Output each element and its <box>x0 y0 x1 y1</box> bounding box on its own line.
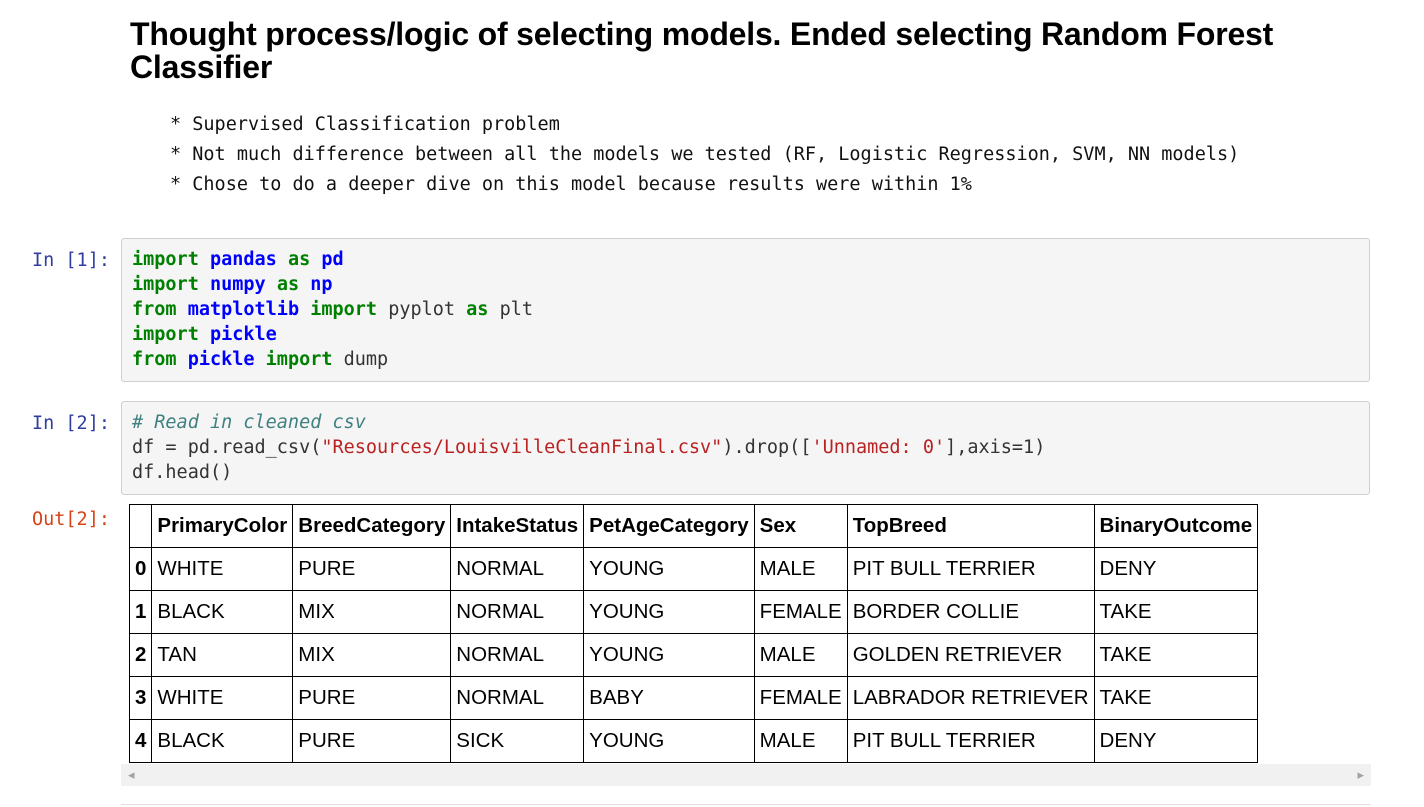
table-cell: MIX <box>292 590 452 634</box>
table-header: Sex <box>753 504 848 548</box>
table-header: TopBreed <box>846 504 1095 548</box>
table-cell: NORMAL <box>450 633 585 677</box>
code-editor-1[interactable]: import pandas as pd import numpy as np f… <box>132 247 533 372</box>
table-cell: TAN <box>151 633 294 677</box>
table-cell: MALE <box>753 633 848 677</box>
cell-divider <box>121 804 1371 805</box>
table-cell: NORMAL <box>450 547 585 591</box>
input-prompt-2: In [2]: <box>32 413 110 434</box>
table-cell: FEMALE <box>753 676 848 720</box>
table-cell: PURE <box>292 547 452 591</box>
table-cell: BORDER COLLIE <box>846 590 1095 634</box>
table-cell: NORMAL <box>450 676 585 720</box>
table-cell: PURE <box>292 719 452 763</box>
table-cell: TAKE <box>1093 676 1259 720</box>
table-cell: TAKE <box>1093 590 1259 634</box>
table-cell: PIT BULL TERRIER <box>846 547 1095 591</box>
code-line: from pickle import dump <box>132 349 389 370</box>
table-cell: GOLDEN RETRIEVER <box>846 633 1095 677</box>
markdown-cell[interactable]: Thought process/logic of selecting model… <box>130 16 1380 196</box>
table-cell: PURE <box>292 676 452 720</box>
table-header: BinaryOutcome <box>1093 504 1259 548</box>
table-header-index <box>128 504 153 548</box>
horizontal-scrollbar[interactable]: ◂ ▸ <box>121 764 1371 786</box>
table-cell: WHITE <box>151 547 294 591</box>
table-cell: TAKE <box>1093 633 1259 677</box>
table-header: BreedCategory <box>292 504 452 548</box>
table-row: 2 TAN MIX NORMAL YOUNG MALE GOLDEN RETRI… <box>128 633 1259 677</box>
table-cell: DENY <box>1093 719 1259 763</box>
table-cell: LABRADOR RETRIEVER <box>846 676 1095 720</box>
row-index: 1 <box>128 590 153 634</box>
table-cell: NORMAL <box>450 590 585 634</box>
code-comment: # Read in cleaned csv <box>132 412 366 433</box>
scroll-right-arrow-icon[interactable]: ▸ <box>1357 767 1364 782</box>
code-line: df.head() <box>132 462 233 483</box>
table-cell: PIT BULL TERRIER <box>846 719 1095 763</box>
table-cell: BLACK <box>151 719 294 763</box>
code-cell-1[interactable]: import pandas as pd import numpy as np f… <box>121 238 1370 382</box>
table-cell: YOUNG <box>583 719 755 763</box>
table-header: PrimaryColor <box>151 504 294 548</box>
code-line: import pandas as pd <box>132 249 344 270</box>
code-line: df = pd.read_csv("Resources/LouisvilleCl… <box>132 437 1046 458</box>
table-row: 1 BLACK MIX NORMAL YOUNG FEMALE BORDER C… <box>128 590 1259 634</box>
markdown-bullet: * Not much difference between all the mo… <box>170 144 1240 165</box>
table-cell: MALE <box>753 547 848 591</box>
markdown-heading: Thought process/logic of selecting model… <box>130 16 1274 85</box>
table-cell: SICK <box>450 719 585 763</box>
table-cell: BABY <box>583 676 755 720</box>
table-cell: YOUNG <box>583 547 755 591</box>
markdown-bullet: * Chose to do a deeper dive on this mode… <box>170 174 972 195</box>
code-editor-2[interactable]: # Read in cleaned csv df = pd.read_csv("… <box>132 410 1045 485</box>
code-cell-2[interactable]: # Read in cleaned csv df = pd.read_csv("… <box>121 401 1370 495</box>
code-line: import numpy as np <box>132 274 333 295</box>
table-header-row: PrimaryColor BreedCategory IntakeStatus … <box>128 504 1259 548</box>
table-cell: YOUNG <box>583 590 755 634</box>
table-cell: FEMALE <box>753 590 848 634</box>
row-index: 4 <box>128 719 153 763</box>
table-cell: DENY <box>1093 547 1259 591</box>
table-cell: WHITE <box>151 676 294 720</box>
row-index: 0 <box>128 547 153 591</box>
table-header: PetAgeCategory <box>583 504 755 548</box>
code-line: from matplotlib import pyplot as plt <box>132 299 534 320</box>
table-row: 0 WHITE PURE NORMAL YOUNG MALE PIT BULL … <box>128 547 1259 591</box>
table-row: 3 WHITE PURE NORMAL BABY FEMALE LABRADOR… <box>128 676 1259 720</box>
table-cell: BLACK <box>151 590 294 634</box>
table-row: 4 BLACK PURE SICK YOUNG MALE PIT BULL TE… <box>128 719 1259 763</box>
scroll-left-arrow-icon[interactable]: ◂ <box>128 767 135 782</box>
output-prompt-2: Out[2]: <box>32 509 110 530</box>
row-index: 3 <box>128 676 153 720</box>
code-line: import pickle <box>132 324 277 345</box>
input-prompt-1: In [1]: <box>32 250 110 271</box>
table-cell: YOUNG <box>583 633 755 677</box>
table-header: IntakeStatus <box>450 504 585 548</box>
markdown-bullet: * Supervised Classification problem <box>170 114 560 135</box>
markdown-bullet-list: * Supervised Classification problem * No… <box>170 110 1239 200</box>
table-cell: MALE <box>753 719 848 763</box>
dataframe-table: PrimaryColor BreedCategory IntakeStatus … <box>128 504 1259 763</box>
table-cell: MIX <box>292 633 452 677</box>
row-index: 2 <box>128 633 153 677</box>
